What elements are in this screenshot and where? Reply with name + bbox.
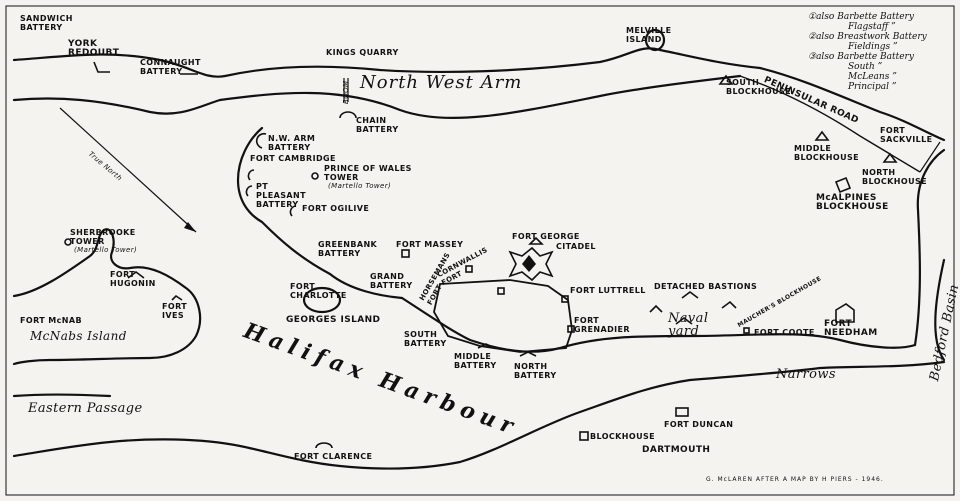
label-prince-of-wales-tower: PRINCE OF WALES TOWER xyxy=(324,164,412,182)
peninsula-harbour-shore xyxy=(400,296,917,353)
legend-line-6: South ” xyxy=(848,62,883,72)
map-credit: G. McLAREN AFTER A MAP BY H PIERS - 1946… xyxy=(706,476,884,483)
dartmouth-shore xyxy=(12,360,946,470)
citadel-star xyxy=(508,246,554,282)
town-walls xyxy=(433,279,573,353)
label-fort-mcnab: FORT McNAB xyxy=(20,316,82,325)
label-dartmouth: DARTMOUTH xyxy=(642,445,711,455)
label-fort-duncan: FORT DUNCAN xyxy=(664,420,734,429)
label-york-redoubt: YORK REDOUBT xyxy=(68,39,120,58)
bedford-east-shore xyxy=(934,258,946,362)
label-grand-battery: GRAND BATTERY xyxy=(370,272,413,290)
label-blockhouse: BLOCKHOUSE xyxy=(590,432,655,441)
legend: ①also Barbette Battery Flagstaff ” ②also… xyxy=(808,12,927,92)
label-south-blockhouse: SOUTH BLOCKHOUSE xyxy=(726,78,791,96)
mcnabs-island xyxy=(12,228,202,366)
label-fort-massey: FORT MASSEY xyxy=(396,240,464,249)
legend-line-7: McLeans ” xyxy=(848,72,897,82)
georges-island-outline xyxy=(302,286,342,314)
label-citadel: CITADEL xyxy=(556,242,596,251)
label-fort-grenadier: FORT GRENADIER xyxy=(574,316,630,334)
label-mcalpines-blockhouse: McALPINES BLOCKHOUSE xyxy=(816,193,889,212)
true-north-arrow xyxy=(59,107,197,233)
label-martello-tower: (Martello Tower) xyxy=(328,182,392,190)
label-connaught-battery: CONNAUGHT BATTERY xyxy=(140,58,201,76)
label-north-battery: NORTH BATTERY xyxy=(514,362,557,380)
label-fort-hugonin: FORT HUGONIN xyxy=(110,270,156,288)
label-naval-yard: Naval yard xyxy=(668,311,709,339)
label-chain-battery: CHAIN BATTERY xyxy=(356,116,399,134)
label-fort-charlotte: FORT CHARLOTTE xyxy=(290,282,347,300)
legend-line-8: Principal ” xyxy=(848,82,897,92)
legend-line-5: ③also Barbette Battery xyxy=(808,52,914,62)
label-pt-pleasant-battery: PT PLEASANT BATTERY xyxy=(256,182,306,209)
label-georges-island: GEORGES ISLAND xyxy=(286,315,381,325)
legend-line-3: ②also Breastwork Battery xyxy=(808,32,927,42)
label-south-battery: SOUTH BATTERY xyxy=(404,330,447,348)
label-sherbrooke-martello: (Martello Tower) xyxy=(74,246,138,254)
label-north-blockhouse: NORTH BLOCKHOUSE xyxy=(862,168,927,186)
label-fort-sackville: FORT SACKVILLE xyxy=(880,126,933,144)
label-north-west-arm: North West Arm xyxy=(360,72,523,93)
york-shore xyxy=(12,97,222,115)
label-eastern-passage: Eastern Passage xyxy=(28,401,143,416)
legend-line-1: ①also Barbette Battery xyxy=(808,12,914,22)
nw-arm-north-shore xyxy=(12,47,946,142)
label-narrows: Narrows xyxy=(776,367,836,382)
legend-line-4: Fieldings ” xyxy=(848,42,898,52)
legend-line-2: Flagstaff ” xyxy=(848,22,896,32)
label-mcnabs-island: McNabs Island xyxy=(30,329,127,343)
label-fort-ives: FORT IVES xyxy=(162,302,188,320)
label-melville-island: MELVILLE ISLAND xyxy=(626,26,672,44)
melville-island-outline xyxy=(644,28,666,52)
label-sandwich-battery: SANDWICH BATTERY xyxy=(20,14,73,32)
label-fort-luttrell: FORT LUTTRELL xyxy=(570,286,646,295)
label-boom: BOOM xyxy=(342,80,350,104)
label-fort-cambridge: FORT CAMBRIDGE xyxy=(250,154,336,163)
eastern-passage-shore xyxy=(12,393,112,398)
label-middle-battery: MIDDLE BATTERY xyxy=(454,352,497,370)
peninsula-point-pleasant xyxy=(236,126,404,300)
label-fort-needham: FORT NEEDHAM xyxy=(824,319,878,338)
label-fort-coote: FORT COOTE xyxy=(754,328,815,337)
label-middle-blockhouse: MIDDLE BLOCKHOUSE xyxy=(794,144,859,162)
label-fort-ogilive: FORT OGILIVE xyxy=(302,204,370,213)
peninsula-west-shore xyxy=(218,74,742,120)
label-fort-clarence: FORT CLARENCE xyxy=(294,452,373,461)
label-kings-quarry: KINGS QUARRY xyxy=(326,48,399,57)
label-greenbank-battery: GREENBANK BATTERY xyxy=(318,240,378,258)
label-sherbrooke-tower: SHERBROOKE TOWER xyxy=(70,228,136,246)
label-nw-arm-battery: N.W. ARM BATTERY xyxy=(268,134,316,152)
york-redoubt-symbol xyxy=(93,61,110,73)
label-fort-george: FORT GEORGE xyxy=(512,232,580,241)
peninsular-road xyxy=(739,75,921,173)
bedford-west-shore xyxy=(913,148,946,347)
label-detached-bastions: DETACHED BASTIONS xyxy=(654,282,758,291)
